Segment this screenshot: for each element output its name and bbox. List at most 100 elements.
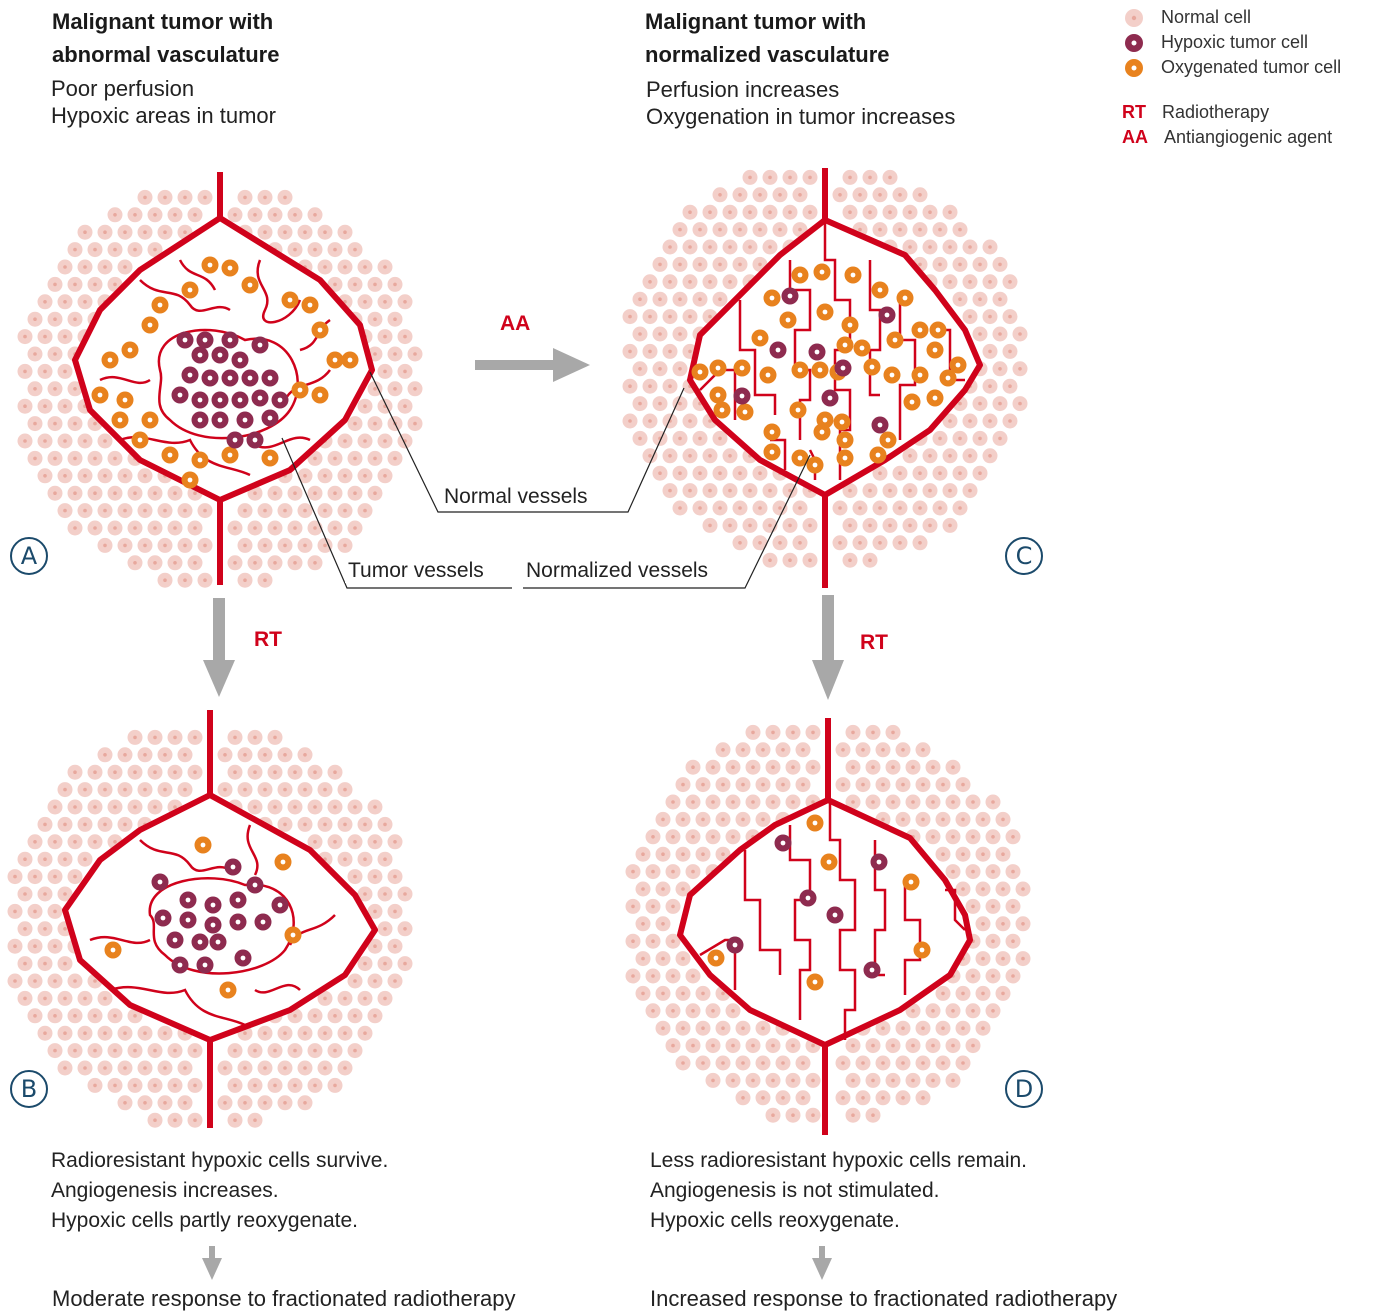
normal-cell [805,1107,821,1123]
normal-cell [712,430,728,446]
normal-cell [97,1025,113,1041]
normal-cell [665,933,681,949]
normal-cell [702,448,718,464]
normal-cell [915,742,931,758]
normal-cell [782,517,798,533]
normal-cell [27,346,43,362]
normal-cell [865,1038,881,1054]
oxygenated-tumor-cell [101,351,119,369]
normal-cell [157,503,173,519]
normal-cell [87,1077,103,1093]
normal-cell [7,869,23,885]
normal-cell [297,782,313,798]
normal-cell [127,207,143,223]
normal-cell [705,794,721,810]
normal-cell [257,1025,273,1041]
oxygenated-tumor-cell [736,403,754,421]
normal-cell [297,503,313,519]
normal-cell [247,1112,263,1128]
normal-cell [37,468,53,484]
panel-b-conclusion: Moderate response to fractionated radiot… [52,1286,516,1311]
normal-cell [672,361,688,377]
normal-cell [307,764,323,780]
normal-cell [732,500,748,516]
normal-cell [852,187,868,203]
legend-hypoxic-cell-icon [1125,34,1143,52]
normal-cell [257,782,273,798]
normal-cell [932,256,948,272]
normal-cell [287,485,303,501]
normal-cell [347,1008,363,1024]
normal-cell [1005,898,1021,914]
normal-cell [675,777,691,793]
normal-cell [327,450,343,466]
normal-cell [902,448,918,464]
normal-cell [147,207,163,223]
normal-cell [732,465,748,481]
normal-cell-field-c [622,169,1028,568]
normal-cell [805,1072,821,1088]
normal-cell [87,450,103,466]
normal-cell [77,259,93,275]
normal-cell [932,430,948,446]
normal-cell [875,1090,891,1106]
normal-cell [117,1095,133,1111]
normal-cell [1002,309,1018,325]
normal-cell [387,276,403,292]
normal-cell [327,1043,343,1059]
normal-cell [17,398,33,414]
normal-cell [692,291,708,307]
normal-cell [862,552,878,568]
normal-cell [992,326,1008,342]
normal-cell [7,938,23,954]
normal-cell [107,520,123,536]
normal-cell [965,968,981,984]
oxygenated-tumor-cell [284,926,302,944]
normal-cell [297,1060,313,1076]
normal-cell [945,864,961,880]
normal-cell [277,1025,293,1041]
normal-cell [915,1090,931,1106]
normal-cell [57,990,73,1006]
normal-cell [662,239,678,255]
panel-c-title-line1: Malignant tumor with [645,9,867,34]
normal-cell [925,759,941,775]
normal-cell [387,834,403,850]
normal-vessels-label: Normal vessels [441,485,591,509]
normal-cell [317,537,333,553]
oxygenated-tumor-cell [929,321,947,339]
normal-cell [875,742,891,758]
normal-cell [675,985,691,1001]
oxygenated-tumor-cell [221,259,239,277]
normal-cell [785,1072,801,1088]
normal-cell [912,535,928,551]
normal-cell [992,430,1008,446]
normal-cell [762,169,778,185]
normal-cell [672,430,688,446]
normal-cell [307,799,323,815]
hypoxic-tumor-cell [191,411,209,429]
normal-cell [975,985,991,1001]
normal-cell [862,517,878,533]
normal-cell [157,572,173,588]
normal-cell [37,956,53,972]
normal-cell [47,869,63,885]
normal-cell [975,1020,991,1036]
normal-cell [137,224,153,240]
normal-cell [792,535,808,551]
oxygenated-tumor-cell [763,289,781,307]
normal-cell [722,448,738,464]
normal-cell [982,448,998,464]
normal-cell [995,951,1011,967]
hypoxic-tumor-cell [769,341,787,359]
normal-cell [695,811,711,827]
normal-cell [962,239,978,255]
normal-cell [842,204,858,220]
normal-cell [942,517,958,533]
normal-cell [645,829,661,845]
normal-cell [117,782,133,798]
oxygenated-tumor-cell [104,941,122,959]
legend-hypoxic-cell: Hypoxic tumor cell [1161,32,1309,52]
normal-cell [782,204,798,220]
normal-cell [157,747,173,763]
